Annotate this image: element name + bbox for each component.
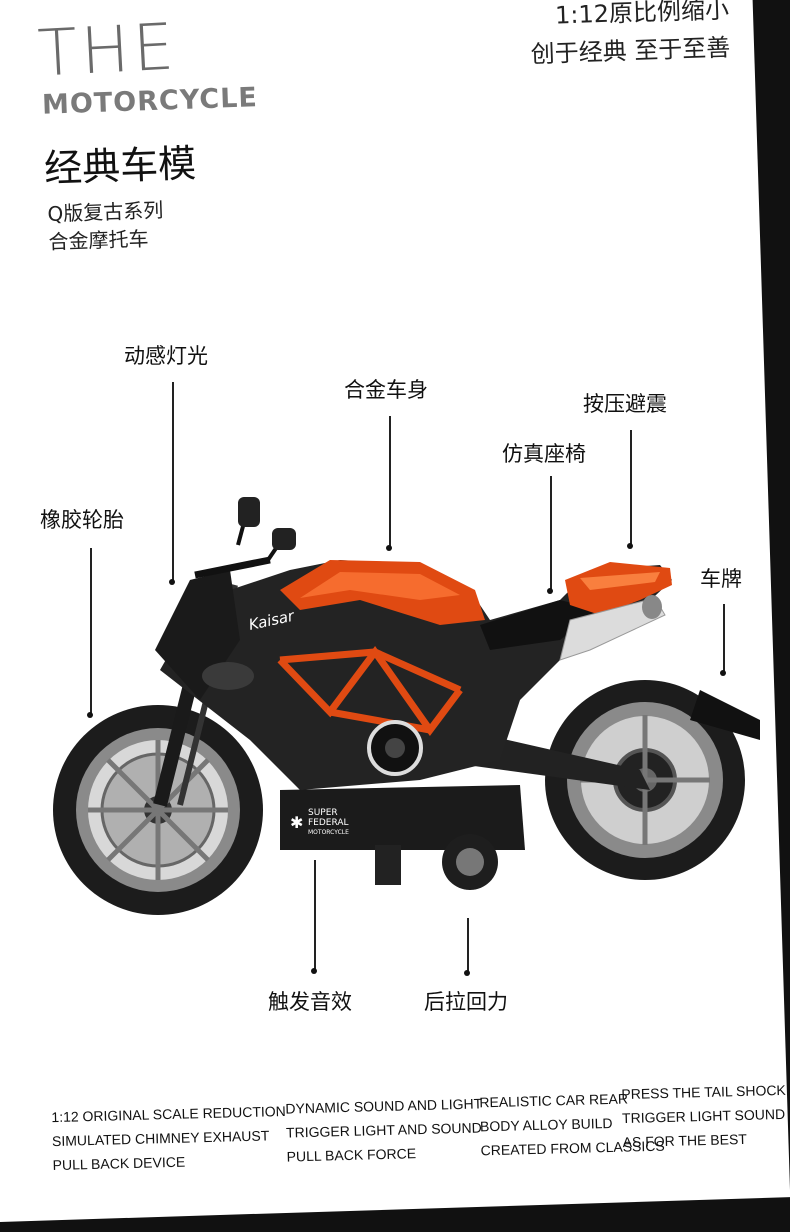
feature-item: TRIGGER LIGHT SOUND: [621, 1105, 786, 1127]
feature-item: TRIGGER LIGHT AND SOUND: [285, 1119, 482, 1141]
callout-pullback-line: [467, 918, 469, 974]
callout-pullback: 后拉回力: [424, 990, 508, 1014]
badge-text-1: SUPER: [308, 808, 338, 818]
callout-sound: 触发音效: [268, 990, 352, 1014]
feature-column-2: DYNAMIC SOUND AND LIGHT TRIGGER LIGHT AN…: [285, 1091, 484, 1168]
badge-text-2: FEDERAL: [308, 818, 349, 828]
callout-pullback-dot: [464, 970, 470, 976]
callout-sound-line: [314, 860, 316, 972]
callout-lights-dot: [169, 579, 175, 585]
callout-body-dot: [386, 545, 392, 551]
callout-seat: 仿真座椅: [502, 442, 586, 466]
callout-plate-line: [723, 604, 725, 674]
callout-seat-line: [550, 476, 552, 591]
callout-lights-line: [172, 382, 174, 582]
callout-suspension-line: [630, 430, 632, 545]
feature-column-4: PRESS THE TAIL SHOCK TRIGGER LIGHT SOUND…: [621, 1078, 787, 1154]
callout-suspension: 按压避震: [583, 392, 667, 416]
badge-text-3: MOTORCYCLE: [308, 829, 349, 836]
callout-suspension-dot: [627, 543, 633, 549]
callout-plate: 车牌: [700, 567, 742, 591]
callout-body: 合金车身: [344, 378, 428, 402]
feature-item: AS FOR THE BEST: [622, 1130, 748, 1151]
callout-lights: 动感灯光: [124, 344, 208, 368]
callout-sound-dot: [311, 968, 317, 974]
front-wheel: [53, 705, 263, 915]
callout-plate-dot: [720, 670, 726, 676]
callout-body-line: [389, 416, 391, 548]
callout-seat-dot: [547, 588, 553, 594]
feature-column-1: 1:12 ORIGINAL SCALE REDUCTION SIMULATED …: [51, 1099, 287, 1177]
badge-star-icon: ✱: [290, 813, 303, 832]
callout-tires-dot: [87, 712, 93, 718]
callout-tires: 橡胶轮胎: [40, 508, 124, 532]
callout-tires-line: [90, 548, 92, 716]
